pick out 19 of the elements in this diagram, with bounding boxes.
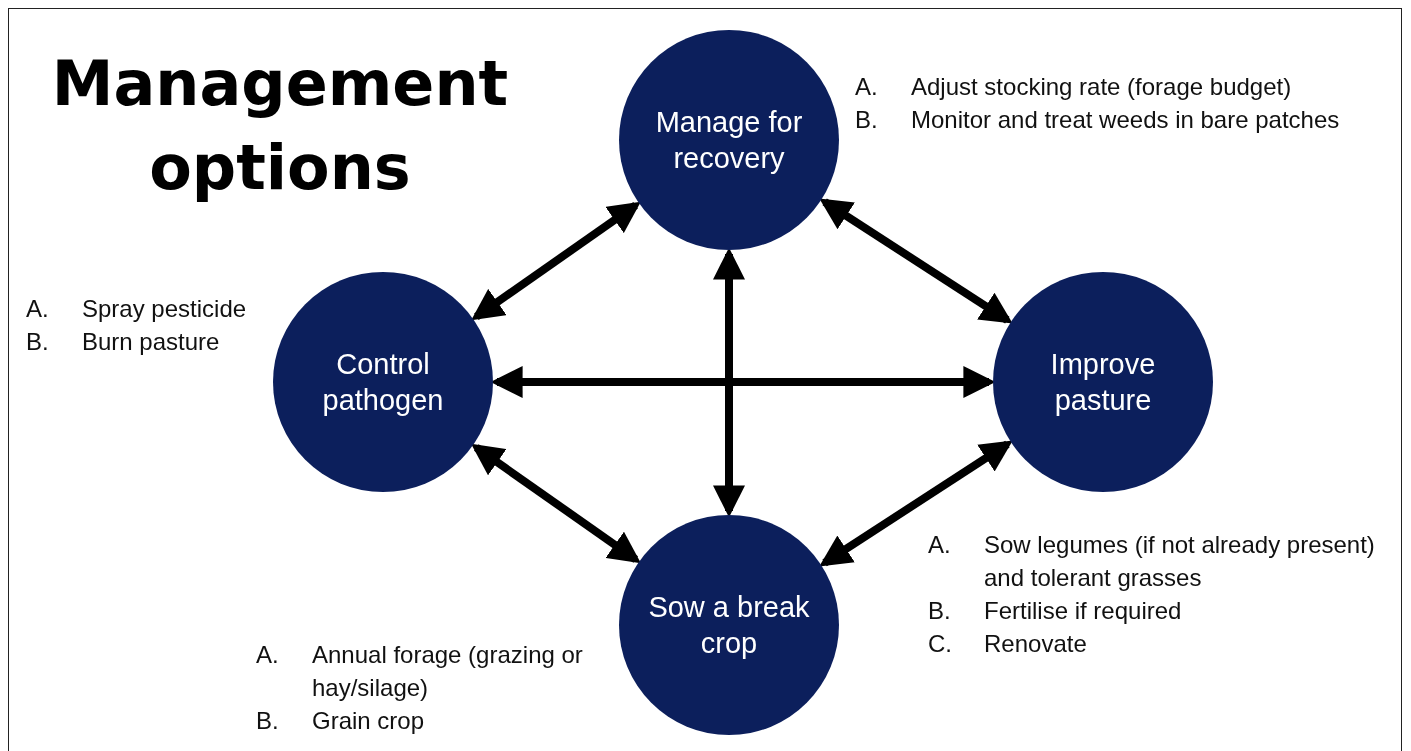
node-label: Improve pasture xyxy=(1049,347,1157,418)
list-item: B. Monitor and treat weeds in bare patches xyxy=(855,105,1341,135)
node-label: Sow a break crop xyxy=(647,590,811,661)
list-item: B. Burn pasture xyxy=(26,327,221,357)
list-item: A. Annual forage (grazing or hay/silage) xyxy=(256,640,584,703)
node-label: Control pathogen xyxy=(321,347,445,418)
title: Management options xyxy=(50,46,510,206)
list-item: C. Renovate xyxy=(928,629,1088,659)
list-item: B. Fertilise if required xyxy=(928,596,1183,626)
double-arrow xyxy=(819,198,1013,324)
double-arrow xyxy=(819,440,1013,567)
list-item: B. Grain crop xyxy=(256,706,426,736)
node-label: Manage for recovery xyxy=(654,105,804,176)
list-item: A. Spray pesticide xyxy=(26,294,248,324)
double-arrow xyxy=(471,201,641,321)
list-item: A. Adjust stocking rate (forage budget) xyxy=(855,72,1293,102)
double-arrow xyxy=(471,443,641,564)
list-item: A. Sow legumes (if not already present) and tolerant grasses xyxy=(928,530,1376,593)
double-arrow xyxy=(713,247,745,518)
